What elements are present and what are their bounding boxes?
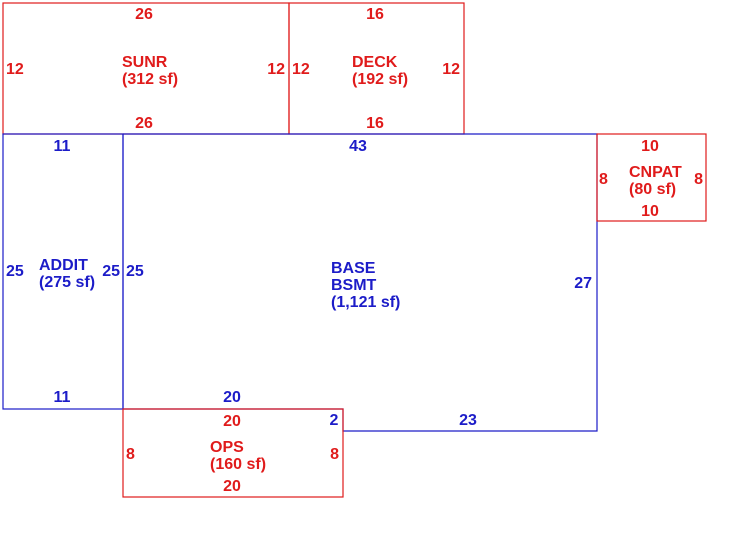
sunr-dim-bottom: 26 [135, 115, 153, 132]
deck-dim-top: 16 [366, 6, 384, 23]
addit-dim-right: 25 [102, 263, 120, 280]
ops-area: (160 sf) [210, 456, 266, 473]
base-dim-right: 27 [574, 275, 592, 292]
addit-name: ADDIT [39, 257, 88, 274]
deck-dim-right: 12 [442, 61, 460, 78]
cnpat-dim-left: 8 [599, 171, 608, 188]
addit-dim-top: 11 [54, 138, 71, 155]
base-area: (1,121 sf) [331, 294, 400, 311]
sunr-dim-left: 12 [6, 61, 24, 78]
cnpat-dim-bottom: 10 [641, 203, 659, 220]
area-ops[interactable]: 20 20 8 8 OPS (160 sf) [122, 408, 344, 498]
ops-dim-right: 8 [330, 446, 339, 463]
base-dim-bottom-right: 23 [459, 412, 477, 429]
ops-dim-bottom: 20 [223, 478, 241, 495]
base-dim-bottom-step: 2 [330, 412, 339, 429]
deck-dim-bottom: 16 [366, 115, 384, 132]
ops-outline [122, 408, 344, 498]
base-dim-top: 43 [349, 138, 367, 155]
area-addit[interactable]: 11 11 25 25 ADDIT (275 sf) [2, 133, 124, 410]
addit-dim-bottom: 11 [54, 389, 71, 406]
sunr-dim-top: 26 [135, 6, 153, 23]
ops-name: OPS [210, 439, 244, 456]
cnpat-area: (80 sf) [629, 181, 676, 198]
cnpat-dim-right: 8 [694, 171, 703, 188]
addit-dim-left: 25 [6, 263, 24, 280]
sunr-dim-right: 12 [267, 61, 285, 78]
deck-name: DECK [352, 54, 398, 71]
base-name-line2: BSMT [331, 277, 377, 294]
area-deck[interactable]: 16 16 12 12 DECK (192 sf) [288, 2, 465, 135]
cnpat-dim-top: 10 [641, 138, 659, 155]
ops-dim-left: 8 [126, 446, 135, 463]
deck-area: (192 sf) [352, 71, 408, 88]
base-name-line1: BASE [331, 260, 376, 277]
sunr-name: SUNR [122, 54, 168, 71]
cnpat-outline [596, 133, 707, 222]
area-base-bsmt[interactable]: 43 25 27 20 2 23 BASE BSMT (1,121 sf) [122, 133, 598, 432]
deck-dim-left: 12 [292, 61, 310, 78]
base-dim-bottom-left: 20 [223, 389, 241, 406]
ops-dim-top: 20 [223, 413, 241, 430]
addit-area: (275 sf) [39, 274, 95, 291]
cnpat-name: CNPAT [629, 164, 682, 181]
area-sunr[interactable]: 26 26 12 12 SUNR (312 sf) [2, 2, 290, 135]
base-dim-left: 25 [126, 263, 144, 280]
sunr-area: (312 sf) [122, 71, 178, 88]
area-cnpat[interactable]: 10 10 8 8 CNPAT (80 sf) [596, 133, 707, 222]
